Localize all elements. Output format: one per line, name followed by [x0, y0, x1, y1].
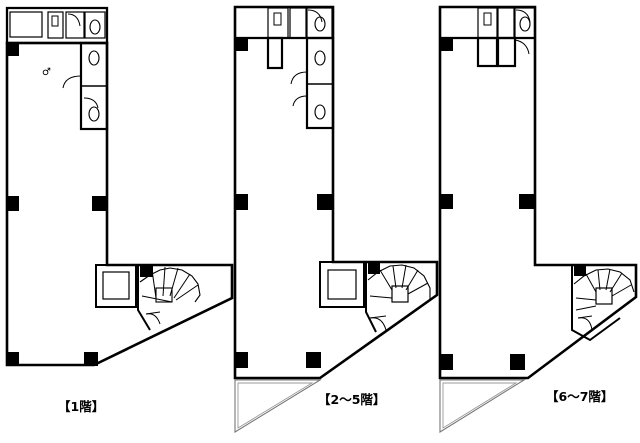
door-leaf — [369, 315, 387, 319]
toilet-booth — [84, 11, 106, 39]
door-swing — [62, 75, 82, 89]
toilet-booth — [65, 11, 85, 39]
column — [140, 264, 153, 277]
stair-wall — [571, 266, 621, 342]
sink-icon — [273, 12, 282, 26]
stair-step — [169, 267, 179, 297]
column — [439, 38, 453, 51]
column — [92, 196, 107, 211]
door-leaf — [145, 311, 161, 315]
door-swing — [83, 97, 99, 109]
column — [234, 38, 248, 51]
door-swing — [307, 9, 323, 23]
stair-step — [597, 269, 601, 291]
door-swing — [290, 71, 308, 85]
stair-wall — [365, 262, 377, 333]
stair-steps — [139, 267, 201, 303]
sink-symbol: ♂ — [42, 67, 51, 78]
outer-wall — [233, 5, 439, 380]
toilet-icon — [88, 50, 100, 66]
stair-step — [575, 305, 597, 311]
balcony-outline — [234, 379, 322, 433]
column — [234, 352, 248, 368]
elevator-car — [327, 269, 357, 300]
door-swing — [514, 39, 530, 55]
elevator-shaft — [319, 261, 365, 308]
door-swing — [577, 317, 593, 331]
elevator-car — [102, 271, 130, 300]
floor-label-6f-7f: 【6～7階】 — [546, 389, 613, 404]
columns-2f-5f — [234, 38, 380, 368]
door-swing — [145, 313, 161, 325]
door-swing — [292, 95, 308, 107]
floor-plan-6f-7f — [438, 5, 638, 433]
toilet-wall — [476, 36, 499, 68]
stair-step — [369, 295, 393, 299]
stair-landing — [155, 287, 173, 303]
stair-step — [611, 284, 632, 297]
stair-landing — [391, 285, 409, 303]
toilet-booth — [514, 7, 536, 39]
toilet-wall — [266, 36, 284, 70]
stair-step — [173, 273, 191, 299]
toilet-icon — [314, 104, 326, 120]
toilet-icon — [88, 106, 100, 122]
column — [84, 352, 98, 366]
column — [6, 42, 19, 56]
toilet-booth — [497, 7, 515, 39]
sink-icon — [51, 15, 59, 27]
column — [574, 264, 586, 276]
balcony-inner — [237, 382, 314, 429]
columns-1f — [6, 42, 153, 366]
door-leaf — [577, 315, 593, 319]
stair-step — [175, 284, 199, 301]
floor-label-1f: 【1階】 — [58, 399, 104, 414]
toilet-wall — [496, 36, 517, 68]
toilet-icon — [314, 50, 326, 66]
entrance-box — [9, 11, 43, 38]
elevator-shaft — [95, 264, 137, 308]
stair-step — [575, 297, 597, 301]
stair-step — [407, 282, 429, 295]
column — [439, 194, 453, 209]
outer-wall — [438, 5, 638, 380]
stair-step — [162, 266, 166, 297]
column — [519, 194, 535, 209]
floor-plan-1f: ♂ — [5, 6, 234, 367]
stair-step — [605, 268, 611, 291]
stair-wall — [137, 265, 151, 331]
balcony-outline — [439, 379, 526, 433]
stair-step — [379, 269, 393, 291]
column — [368, 262, 380, 274]
toilet-icon — [89, 19, 101, 35]
column — [317, 194, 333, 210]
toilet-booth — [289, 7, 307, 39]
toilet-icon — [314, 16, 326, 32]
stair-step — [401, 264, 407, 289]
door-swing — [515, 9, 531, 23]
column — [439, 354, 453, 370]
column — [510, 354, 525, 370]
column — [234, 194, 248, 210]
floor-label-2f-5f: 【2～5階】 — [318, 392, 385, 407]
balcony-inner — [442, 382, 518, 429]
toilet-booth — [47, 11, 64, 39]
door-swing — [67, 13, 81, 27]
stair-step — [141, 295, 173, 303]
stair-step — [392, 265, 397, 289]
columns-6f-7f — [439, 38, 586, 370]
toilet-wall — [305, 36, 335, 130]
toilet-booth — [306, 7, 333, 39]
stair-step — [585, 273, 597, 293]
stair-landing — [595, 287, 613, 305]
column — [6, 196, 19, 211]
toilet-icon — [519, 16, 531, 32]
outer-wall — [5, 41, 234, 367]
column — [306, 352, 321, 368]
sink-icon — [483, 12, 492, 26]
column — [6, 352, 19, 366]
floor-plan-2f-5f — [233, 5, 439, 433]
